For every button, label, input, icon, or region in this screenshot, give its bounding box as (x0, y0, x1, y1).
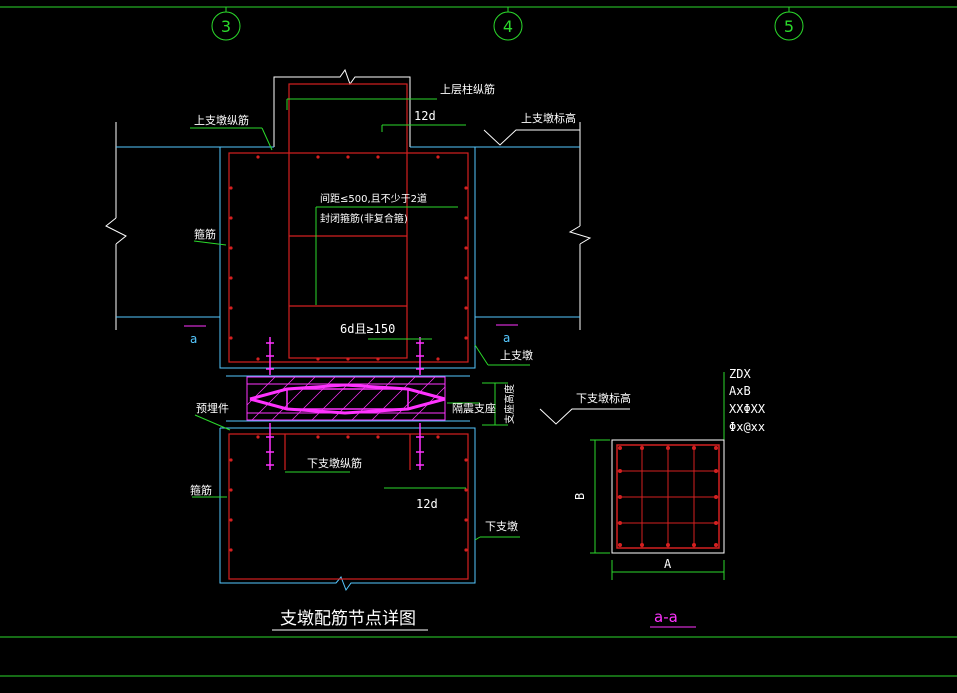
label-dim-B: B (573, 493, 587, 500)
label-embedded: 预埋件 (196, 402, 229, 415)
label-stirrup-top: 箍筋 (194, 227, 216, 241)
label-lower-pier-elev: 下支墩标高 (576, 391, 631, 405)
label-spacing-note-1: 间距≤500,且不少于2道 (320, 192, 427, 205)
isolation-bearing (246, 337, 446, 470)
elevation-marks (483, 129, 630, 425)
svg-text:4: 4 (503, 17, 513, 36)
svg-text:5: 5 (784, 17, 794, 36)
label-dim-A: A (664, 557, 672, 571)
section-note: ZDX AxB XXΦXX Φx@xx (729, 367, 766, 434)
label-dim-12d-top: 12d (414, 109, 436, 123)
section-note-l2: AxB (729, 384, 751, 398)
label-upper-pier-elev: 上支墩标高 (521, 111, 576, 125)
label-isolation-bearing: 隔震支座 (452, 401, 496, 415)
label-lower-pier: 下支墩 (485, 519, 518, 533)
section-title: a-a (654, 608, 678, 626)
upper-rebar-dots (229, 155, 468, 361)
label-upper-pier: 上支墩 (500, 348, 533, 362)
section-a-a-drawing (611, 439, 725, 554)
slab-outline (116, 146, 580, 592)
label-dim-12d-bottom: 12d (416, 497, 438, 511)
section-note-l1: ZDX (729, 367, 751, 381)
label-lower-pier-rebar: 下支墩纵筋 (307, 456, 362, 470)
section-note-l3: XXΦXX (729, 402, 766, 416)
svg-text:3: 3 (221, 17, 231, 36)
section-note-l4: Φx@xx (729, 420, 765, 434)
leader-lines (190, 98, 725, 580)
upper-column-outline (105, 68, 592, 330)
frame-lines (0, 6, 957, 677)
label-upper-pier-rebar: 上支墩纵筋 (194, 113, 249, 127)
axis-bubble-4: 4 (493, 11, 523, 41)
label-spacing-note-2: 封闭箍筋(非复合箍) (320, 212, 408, 225)
label-pier-height: 支座高度 (503, 384, 516, 424)
label-section-mark-right: a (503, 331, 510, 345)
axis-bubble-5: 5 (774, 11, 804, 41)
lower-rebar-dots (229, 435, 468, 552)
label-stirrup-bottom: 箍筋 (190, 483, 212, 497)
label-upper-col-rebar: 上层柱纵筋 (440, 82, 495, 96)
drawing-title: 支墩配筋节点详图 (280, 609, 416, 629)
section-underlines (184, 324, 696, 628)
label-dim-6d: 6d且≥150 (340, 322, 395, 336)
axis-bubble-3: 3 (211, 11, 241, 41)
label-section-mark-left: a (190, 332, 197, 346)
lower-pier-rebar (228, 433, 469, 580)
